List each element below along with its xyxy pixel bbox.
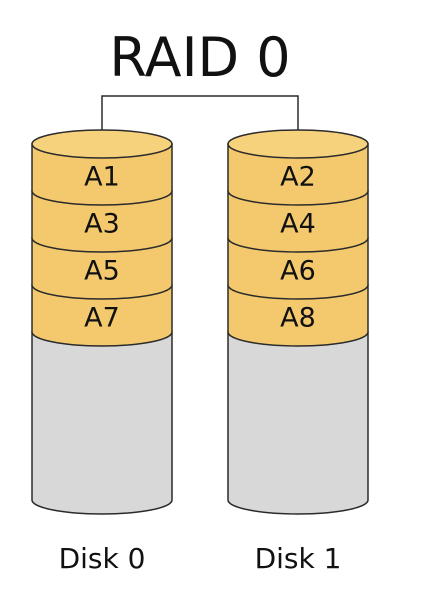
disk-label: Disk 1 (255, 542, 342, 575)
data-block (227, 284, 369, 347)
data-block (227, 237, 369, 300)
block-label: A8 (280, 303, 316, 334)
block-label: A5 (84, 256, 120, 287)
disk-label: Disk 0 (59, 542, 146, 575)
data-block (31, 143, 173, 206)
block-label: A4 (280, 209, 316, 240)
data-block (227, 190, 369, 253)
data-block (31, 284, 173, 347)
data-block (227, 143, 369, 206)
disk-empty-space (227, 331, 369, 515)
disk-top (31, 129, 173, 159)
block-label: A7 (84, 303, 120, 334)
data-block (31, 237, 173, 300)
block-label: A2 (280, 162, 316, 193)
disk-top (227, 129, 369, 159)
data-block (31, 190, 173, 253)
block-label: A1 (84, 162, 120, 193)
block-label: A6 (280, 256, 316, 287)
diagram-title: RAID 0 (109, 26, 290, 89)
connector-line (101, 95, 299, 144)
disk-empty-space (31, 331, 173, 515)
block-label: A3 (84, 209, 120, 240)
